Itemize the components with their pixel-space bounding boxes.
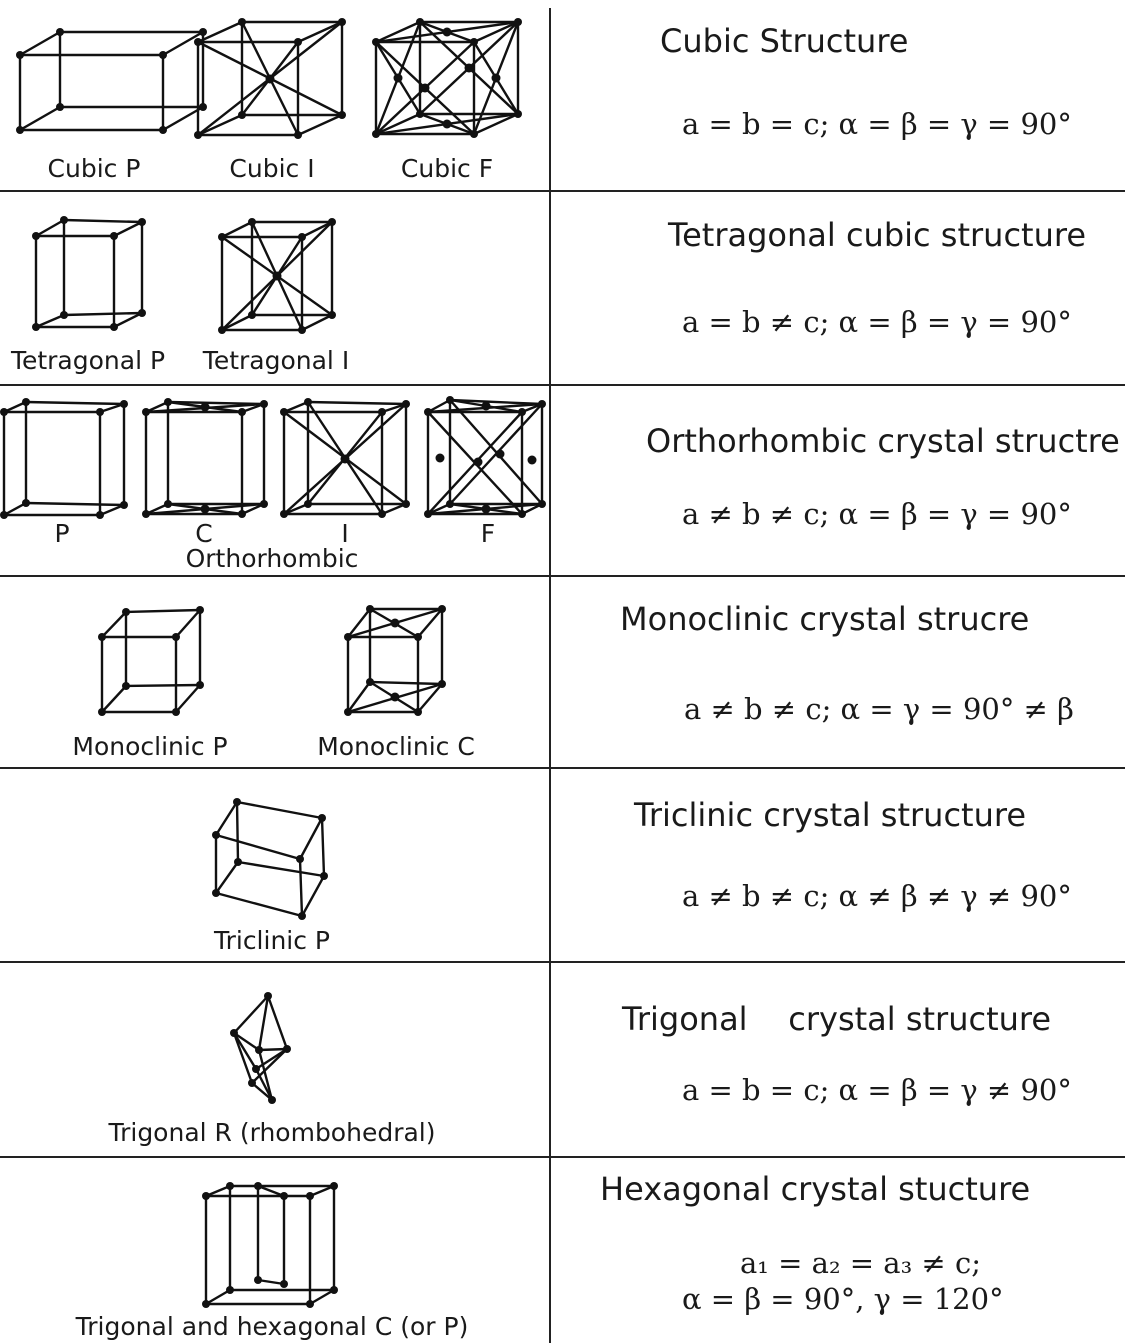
row-divider <box>0 961 1125 963</box>
tetragonal-p-lattice <box>32 216 146 331</box>
lattice-figures <box>0 18 546 1308</box>
title-cubic: Cubic Structure <box>660 22 909 60</box>
trigonal-r-lattice <box>230 992 291 1104</box>
caption-triclinic-p: Triclinic P <box>213 926 331 955</box>
row-divider <box>0 384 1125 386</box>
equation-tetragonal: a = b ≠ c; α = β = γ = 90° <box>682 305 1072 339</box>
row-divider <box>0 575 1125 577</box>
orthorhombic-c-lattice <box>142 398 268 518</box>
tetragonal-i-lattice <box>218 218 336 334</box>
cubic-p-lattice <box>16 28 207 134</box>
row-divider <box>0 1156 1125 1158</box>
row-divider <box>0 190 1125 192</box>
caption-orthorhombic-f: F <box>480 519 496 548</box>
monoclinic-p-lattice <box>98 606 204 716</box>
orthorhombic-p-lattice <box>0 398 128 519</box>
equation-cubic: a = b = c; α = β = γ = 90° <box>682 107 1072 141</box>
triclinic-p-lattice <box>212 798 328 920</box>
caption-trigonal-r: Trigonal R (rhombohedral) <box>108 1118 436 1147</box>
title-tetragonal: Tetragonal cubic structure <box>668 216 1087 254</box>
title-triclinic: Triclinic crystal structure <box>634 796 1026 834</box>
title-orthorhombic: Orthorhombic crystal structre <box>646 422 1120 460</box>
title-hexagonal: Hexagonal crystal stucture <box>600 1170 1031 1208</box>
caption-monoclinic-c: Monoclinic C <box>317 732 475 761</box>
caption-hexagonal-c: Trigonal and hexagonal C (or P) <box>75 1312 469 1341</box>
title-monoclinic: Monoclinic crystal strucre <box>620 600 1030 638</box>
orthorhombic-f-lattice <box>424 396 546 518</box>
caption-orthorhombic-i: I <box>341 519 349 548</box>
equation-triclinic: a ≠ b ≠ c; α ≠ β ≠ γ ≠ 90° <box>682 879 1072 913</box>
caption-cubic-i: Cubic I <box>229 154 315 183</box>
caption-cubic-p: Cubic P <box>47 154 141 183</box>
caption-tetragonal-p: Tetragonal P <box>10 346 166 375</box>
equation-hexagonal-line2: α = β = 90°, γ = 120° <box>682 1282 1004 1316</box>
cubic-f-lattice <box>372 18 522 138</box>
title-trigonal: Trigonal crystal structure <box>622 1000 1052 1038</box>
caption-cubic-f: Cubic F <box>400 154 494 183</box>
caption-orthorhombic-p: P <box>54 519 70 548</box>
caption-monoclinic-p: Monoclinic P <box>72 732 228 761</box>
column-divider <box>549 8 551 1343</box>
equation-orthorhombic: a ≠ b ≠ c; α = β = γ = 90° <box>682 497 1072 531</box>
orthorhombic-i-lattice <box>280 398 410 518</box>
caption-orthorhombic-c: C <box>195 519 213 548</box>
caption-tetragonal-i: Tetragonal I <box>202 346 350 375</box>
equation-monoclinic: a ≠ b ≠ c; α = γ = 90° ≠ β <box>684 692 1074 726</box>
equation-trigonal: a = b = c; α = β = γ ≠ 90° <box>682 1073 1072 1107</box>
equation-hexagonal-line1: a₁ = a₂ = a₃ ≠ c; <box>740 1246 981 1280</box>
cubic-i-lattice <box>194 18 346 139</box>
monoclinic-c-lattice <box>344 605 446 716</box>
caption-orthorhombic-group: Orthorhombic <box>185 544 359 573</box>
hexagonal-c-lattice <box>202 1182 338 1308</box>
row-divider <box>0 767 1125 769</box>
